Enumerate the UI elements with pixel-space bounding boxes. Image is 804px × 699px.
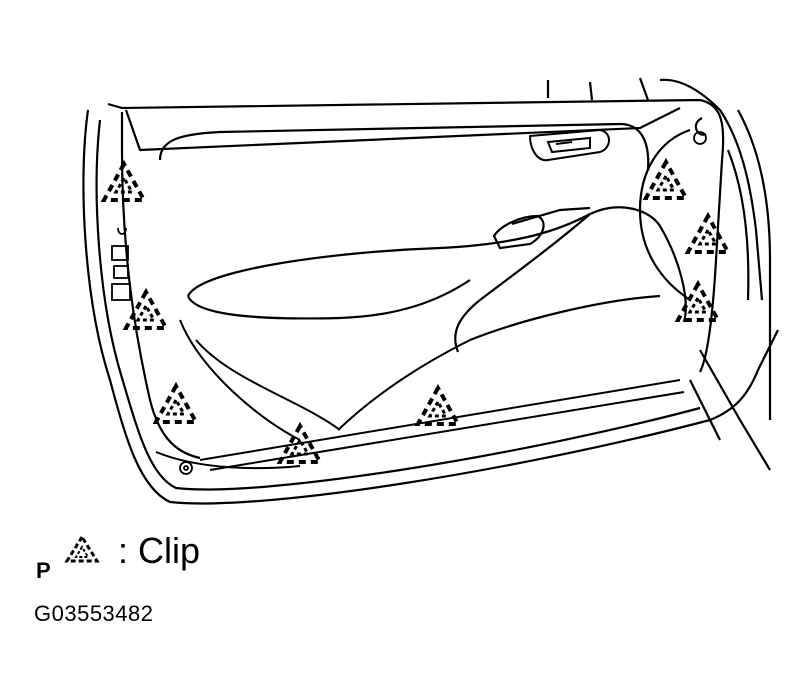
- clip-marker: [154, 384, 198, 424]
- legend-prefix: P: [36, 558, 51, 583]
- clip-markers: [102, 160, 730, 464]
- armrest: [186, 206, 687, 353]
- door-outline: [82, 77, 779, 505]
- clip-marker: [102, 162, 146, 202]
- clip-marker: [686, 214, 730, 254]
- hinge-details: [111, 131, 707, 475]
- figure-id: G03553482: [34, 601, 154, 626]
- legend-label: : Clip: [118, 530, 201, 571]
- clip-triangle-icon: [64, 534, 100, 563]
- door-trim-panel-diagram: [82, 77, 779, 505]
- door-handle: [528, 128, 610, 162]
- lower-panel: [155, 319, 685, 471]
- clip-marker: [644, 160, 688, 200]
